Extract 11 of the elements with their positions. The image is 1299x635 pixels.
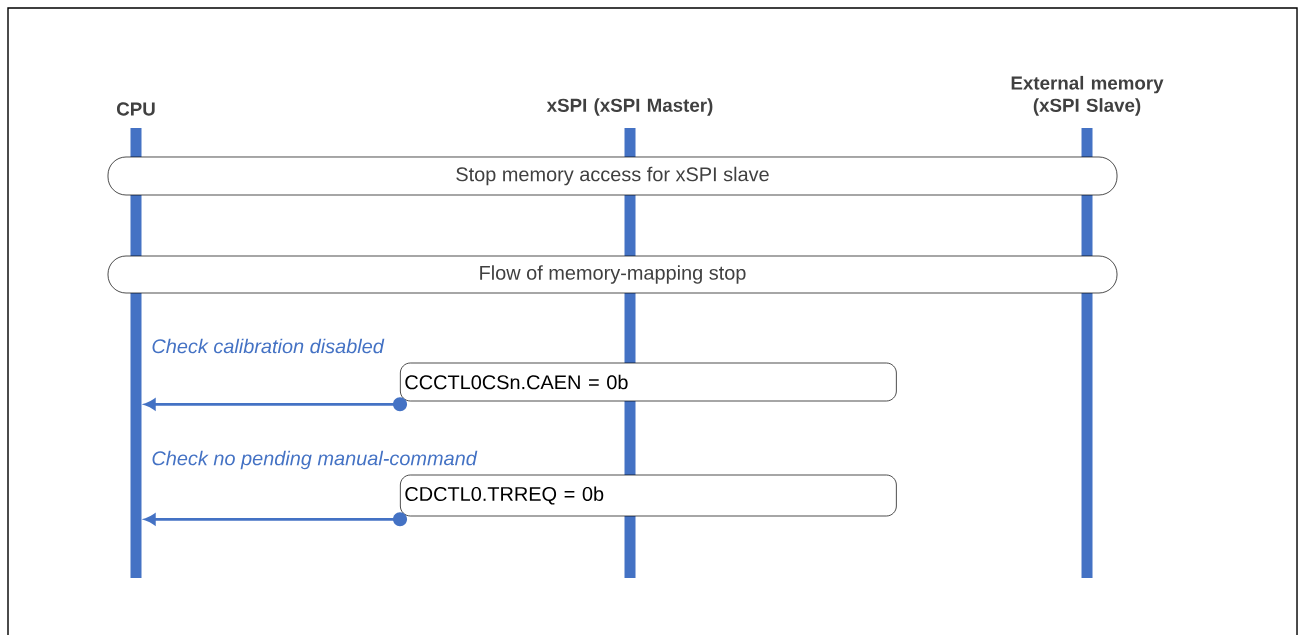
- edge-label: Check calibration disabled: [152, 338, 385, 354]
- node-label: CPU: [116, 102, 155, 116]
- arrow: [144, 512, 407, 527]
- register-box: CDCTL0.TRREQ = 0b: [400, 474, 897, 517]
- band: Flow of memory-mapping stop: [107, 255, 1118, 294]
- edge-label: Check no pending manual-command: [152, 450, 478, 470]
- node-label: External memory (xSPI Slave): [1011, 75, 1164, 116]
- node-label: xSPI (xSPI Master): [546, 98, 713, 116]
- arrow: [144, 397, 407, 412]
- register-box: CCCTL0CSn.CAEN = 0b: [400, 362, 897, 402]
- band: Stop memory access for xSPI slave: [107, 156, 1118, 196]
